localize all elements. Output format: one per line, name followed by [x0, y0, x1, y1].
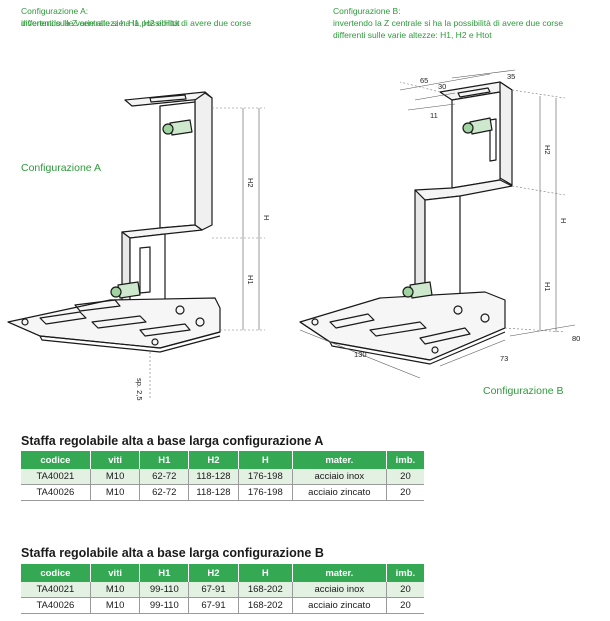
dim-b-80: 80 [572, 334, 580, 343]
cell: 176-198 [238, 469, 293, 485]
col-h: H [238, 564, 293, 582]
note-b-title: Configurazione B: [333, 6, 401, 16]
cell: M10 [90, 484, 141, 501]
dim-a-h: H [262, 215, 271, 220]
cell: M10 [90, 469, 141, 485]
note-a-line1: invertendo la Z centrale si ha la possib… [21, 18, 252, 28]
col-mater: mater. [292, 564, 387, 582]
caption-configurazione-a: Configurazione A [21, 162, 101, 174]
cell: TA40021 [21, 582, 91, 598]
table-b-title: Staffa regolabile alta a base larga conf… [21, 546, 324, 560]
dim-b-11: 11 [430, 111, 438, 120]
dim-b-130: 130 [354, 350, 367, 359]
table-row: TA40021 M10 99-110 67-91 168-202 acciaio… [21, 582, 424, 598]
dim-b-73: 73 [500, 354, 508, 363]
table-row: TA40026 M10 62-72 118-128 176-198 acciai… [21, 484, 424, 501]
cell: 168-202 [238, 582, 293, 598]
bracket-drawing-a: H2 H H1 sp. 2,5 [7, 91, 271, 401]
note-a-wrap: differenti sulle varie altezze: H1, H2 e… [21, 17, 180, 29]
dim-b-h1: H1 [543, 282, 552, 292]
cell: 118-128 [188, 484, 239, 501]
table-row: TA40026 M10 99-110 67-91 168-202 acciaio… [21, 597, 424, 614]
cell: 62-72 [139, 484, 190, 501]
cell: 20 [386, 484, 424, 501]
table-a-header-row: codice viti H1 H2 H mater. imb. [21, 451, 424, 469]
cell: 118-128 [188, 469, 239, 485]
col-h2: H2 [188, 564, 239, 582]
cell: 99-110 [139, 597, 190, 614]
table-config-a: codice viti H1 H2 H mater. imb. TA40021 … [21, 451, 424, 501]
note-configurazione-b: Configurazione B: invertendo la Z centra… [333, 5, 563, 41]
dim-b-30: 30 [438, 82, 446, 91]
dim-b-h2: H2 [543, 145, 552, 155]
cell: TA40026 [21, 597, 91, 614]
dim-b-65: 65 [420, 76, 428, 85]
cell: M10 [90, 582, 141, 598]
dim-a-sp: sp. 2,5 [135, 378, 144, 401]
col-codice: codice [21, 564, 91, 582]
caption-configurazione-b: Configurazione B [483, 385, 564, 397]
dim-a-h2: H2 [246, 178, 255, 188]
cell: TA40026 [21, 484, 91, 501]
col-viti: viti [90, 564, 141, 582]
cell: 99-110 [139, 582, 190, 598]
dim-a-h1: H1 [246, 275, 255, 285]
col-h2: H2 [188, 451, 239, 469]
note-configurazione-a: Configurazione A: invertendo la Z centra… [21, 5, 251, 29]
col-h1: H1 [139, 564, 190, 582]
col-h1: H1 [139, 451, 190, 469]
note-b-line1: invertendo la Z centrale si ha la possib… [333, 18, 564, 28]
cell: 62-72 [139, 469, 190, 485]
cell: TA40021 [21, 469, 91, 485]
table-a-title: Staffa regolabile alta a base larga conf… [21, 434, 324, 448]
cell: acciaio inox [292, 582, 387, 598]
note-a-title: Configurazione A: [21, 6, 89, 16]
cell: 168-202 [238, 597, 293, 614]
bracket-drawing-b: 65 30 35 11 H2 H H1 130 73 80 [299, 69, 580, 379]
table-config-b: codice viti H1 H2 H mater. imb. TA40021 … [21, 564, 424, 614]
col-h: H [238, 451, 293, 469]
cell: M10 [90, 597, 141, 614]
cell: 176-198 [238, 484, 293, 501]
note-b-line2: differenti sulle varie altezze: H1, H2 e… [333, 30, 492, 40]
col-imb: imb. [386, 451, 424, 469]
col-viti: viti [90, 451, 141, 469]
table-row: TA40021 M10 62-72 118-128 176-198 acciai… [21, 469, 424, 485]
cell: 20 [386, 582, 424, 598]
col-imb: imb. [386, 564, 424, 582]
cell: acciaio inox [292, 469, 387, 485]
cell: 67-91 [188, 597, 239, 614]
col-codice: codice [21, 451, 91, 469]
col-mater: mater. [292, 451, 387, 469]
dim-b-35: 35 [507, 72, 515, 81]
cell: 67-91 [188, 582, 239, 598]
cell: acciaio zincato [292, 484, 387, 501]
table-b-header-row: codice viti H1 H2 H mater. imb. [21, 564, 424, 582]
cell: acciaio zincato [292, 597, 387, 614]
note-a-line2: differenti sulle varie altezze: H1, H2 e… [21, 18, 180, 28]
cell: 20 [386, 469, 424, 485]
dim-b-h: H [559, 218, 568, 223]
cell: 20 [386, 597, 424, 614]
